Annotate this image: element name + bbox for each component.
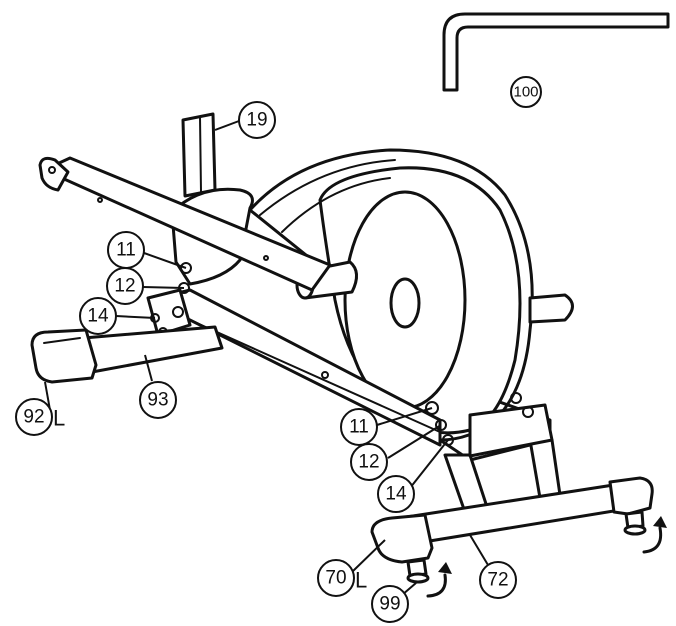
- callout-14-top: 14: [79, 297, 117, 335]
- rotation-arrow-left: [426, 562, 452, 598]
- callout-14-bottom: 14: [377, 475, 415, 513]
- svg-text:99: 99: [379, 594, 400, 615]
- svg-text:19: 19: [246, 110, 267, 131]
- callout-72: 72: [479, 561, 517, 599]
- callout-93: 93: [139, 381, 177, 419]
- svg-text:92: 92: [23, 407, 44, 428]
- callout-70-suffix: L: [355, 568, 367, 593]
- flywheel-housing: [248, 148, 552, 462]
- callout-99: 99: [371, 585, 409, 623]
- svg-text:70: 70: [325, 568, 346, 589]
- callout-11-bottom: 11: [340, 408, 378, 446]
- callout-70: 70: [317, 559, 355, 597]
- callout-11-top: 11: [107, 231, 145, 269]
- allen-key: [442, 12, 670, 92]
- rear-stabilizer: [370, 476, 654, 584]
- callout-19: 19: [238, 101, 276, 139]
- svg-text:100: 100: [513, 84, 538, 101]
- svg-text:11: 11: [116, 240, 136, 261]
- svg-text:12: 12: [358, 452, 379, 473]
- front-stabilizer: [30, 325, 224, 384]
- callout-100: 100: [510, 76, 542, 108]
- callout-92-suffix: L: [53, 406, 65, 431]
- svg-text:12: 12: [114, 276, 135, 297]
- rear-support: [425, 392, 562, 517]
- callout-92: 92: [15, 398, 53, 436]
- svg-text:93: 93: [147, 390, 168, 411]
- handle-bar: [38, 156, 332, 292]
- svg-text:14: 14: [87, 306, 109, 327]
- callout-12-bottom: 12: [350, 443, 388, 481]
- callout-12-top: 12: [106, 267, 144, 305]
- rotation-arrow-right: [642, 516, 667, 554]
- svg-text:14: 14: [385, 484, 407, 505]
- svg-text:72: 72: [487, 570, 508, 591]
- svg-text:11: 11: [349, 417, 369, 438]
